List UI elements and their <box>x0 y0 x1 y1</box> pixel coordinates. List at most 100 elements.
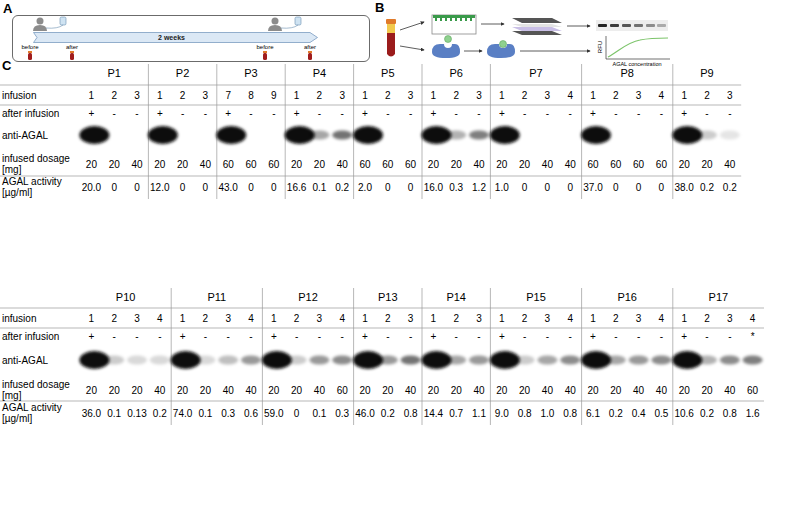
table-cell: 2 <box>317 90 323 101</box>
table-cell: 3 <box>545 313 551 324</box>
table-cell: 20 <box>109 385 120 396</box>
table-cell: 40 <box>724 159 735 170</box>
table-cell: - <box>295 331 298 342</box>
western-blot-band <box>537 356 557 365</box>
table-cell: 40 <box>724 385 735 396</box>
table-cell: + <box>681 331 687 342</box>
row-header: infused dosage [mg] <box>2 153 76 175</box>
table-cell: 3 <box>134 313 140 324</box>
table-cell: 46.0 <box>355 408 374 419</box>
table-cell: - <box>569 331 572 342</box>
table-cell: 0.2 <box>700 408 714 419</box>
table-cell: 60 <box>587 159 598 170</box>
table-cell: 0 <box>203 182 209 193</box>
table-rule <box>353 64 354 199</box>
table-rule <box>672 288 673 425</box>
table-rule <box>216 64 217 199</box>
western-blot-band <box>720 131 740 140</box>
table-cell: + <box>271 331 277 342</box>
table-cell: - <box>546 108 549 119</box>
table-cell: 60 <box>633 159 644 170</box>
table-cell: 20 <box>109 159 120 170</box>
table-cell: 60 <box>245 159 256 170</box>
patient-id: P8 <box>620 67 633 79</box>
table-cell: 20 <box>496 159 507 170</box>
timeline-arrow: 2 weeks <box>33 32 318 43</box>
western-blot-band <box>241 356 261 365</box>
blood-tube <box>28 53 32 60</box>
table-cell: 1 <box>157 90 163 101</box>
timeline-arrow-outline <box>34 33 318 43</box>
table-cell: - <box>705 331 708 342</box>
table-cell: - <box>477 108 480 119</box>
tube-cap <box>308 51 312 53</box>
table-cell: 3 <box>727 90 733 101</box>
table-cell: 1 <box>431 90 437 101</box>
row-header: infused dosage [mg] <box>2 379 76 401</box>
table-cell: 40 <box>542 385 553 396</box>
table-cell: 0 <box>294 408 300 419</box>
table-cell: 0.13 <box>127 408 146 419</box>
table-cell: - <box>409 108 412 119</box>
table-cell: 20 <box>610 385 621 396</box>
table-cell: 1.0 <box>540 408 554 419</box>
table-cell: 0.8 <box>518 408 532 419</box>
infusion-line <box>281 25 298 28</box>
standard-curve <box>608 38 668 57</box>
table-cell: 40 <box>542 159 553 170</box>
table-cell: 6.1 <box>586 408 600 419</box>
table-cell: 40 <box>245 385 256 396</box>
western-blot-band <box>332 356 352 365</box>
patient-id: P14 <box>446 291 466 303</box>
table-cell: - <box>181 108 184 119</box>
table-cell: 0 <box>659 182 665 193</box>
patient-id: P5 <box>381 67 394 79</box>
patient-id: P16 <box>617 291 637 303</box>
table-cell: 38.0 <box>674 182 693 193</box>
table-cell: 4 <box>567 90 573 101</box>
row-header: after infusion <box>2 108 76 119</box>
table-cell: + <box>88 331 94 342</box>
table-cell: 60 <box>610 159 621 170</box>
table-cell: 0.2 <box>700 182 714 193</box>
table-cell: 40 <box>314 385 325 396</box>
western-blot-band <box>309 356 329 365</box>
table-cell: 2 <box>203 313 209 324</box>
table-cell: 40 <box>131 159 142 170</box>
table-cell: 2 <box>522 313 528 324</box>
western-blot-band <box>150 356 170 365</box>
table-cell: + <box>681 108 687 119</box>
table-cell: 20 <box>701 159 712 170</box>
table-cell: 12.0 <box>150 182 169 193</box>
table-cell: 20 <box>587 385 598 396</box>
table-cell: - <box>728 331 731 342</box>
table-cell: + <box>294 108 300 119</box>
table-cell: 1.0 <box>495 182 509 193</box>
table-cell: 20 <box>200 385 211 396</box>
table-cell: 2.0 <box>358 182 372 193</box>
table-cell: 0.5 <box>654 408 668 419</box>
western-blot-band <box>148 126 178 144</box>
row-header: infusion <box>2 90 76 101</box>
patient-id: P2 <box>176 67 189 79</box>
arrow <box>567 26 590 27</box>
western-blot-band <box>332 131 352 140</box>
blood-tube <box>387 33 395 57</box>
table-cell: 40 <box>565 159 576 170</box>
table-cell: 3 <box>636 313 642 324</box>
western-blot-band <box>401 356 421 365</box>
table-cell: 0 <box>567 182 573 193</box>
table-cell: 4 <box>659 90 665 101</box>
table-cell: 2 <box>453 313 459 324</box>
table-cell: 3 <box>339 90 345 101</box>
table-cell: - <box>705 108 708 119</box>
table-cell: 4 <box>750 313 756 324</box>
table-cell: 2 <box>111 90 117 101</box>
western-blot-band <box>216 126 246 144</box>
product <box>500 41 507 48</box>
western-blot-band <box>309 131 329 140</box>
table-cell: 0 <box>522 182 528 193</box>
table-cell: 20.0 <box>82 182 101 193</box>
table-cell: 60 <box>268 159 279 170</box>
table-cell: 10.6 <box>674 408 693 419</box>
